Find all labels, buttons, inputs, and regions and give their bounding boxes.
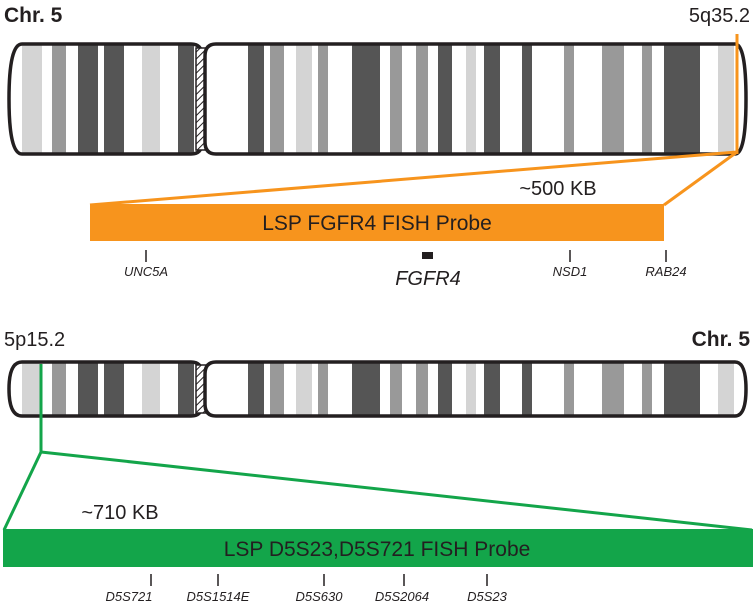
marker-label-nsd1: NSD1 [553,264,588,279]
top-probe-name: LSP FGFR4 FISH Probe [262,212,492,235]
marker-label-d5s630: D5S630 [296,589,344,604]
marker-label-d5s23: D5S23 [467,589,508,604]
top-chromosome-label: Chr. 5 [4,4,63,27]
top-chromosome-q-arm [205,44,746,154]
bottom-zoom-line-right [40,450,753,532]
marker-label-unc5a: UNC5A [124,264,168,279]
marker-label-d5s721: D5S721 [106,589,153,604]
top-zoom-line-left [89,150,738,207]
top-band-label: 5q35.2 [689,5,750,27]
top-panel: Chr. 5 5q35.2 [4,4,750,290]
bottom-probe-name: LSP D5S23,D5S721 FISH Probe [224,538,531,561]
bottom-band-label: 5p15.2 [4,329,65,351]
bottom-chromosome-label: Chr. 5 [692,328,751,351]
bottom-probe-bar [3,529,753,567]
bottom-chromosome [7,360,748,418]
top-probe-bar [90,204,664,241]
marker-label-d5s2064: D5S2064 [375,589,429,604]
marker-label-rab24: RAB24 [645,264,686,279]
marker-label-d5s1514e: D5S1514E [187,589,250,604]
top-zoom-line-right [663,150,738,207]
bottom-zoom-line-left [2,451,43,531]
bottom-probe-size: ~710 KB [81,502,158,524]
gene-fgfr4-locus [422,252,433,259]
bottom-chromosome-p-arm [9,362,202,416]
gene-label-fgfr4: FGFR4 [395,268,461,290]
top-chromosome-p-arm [9,44,202,154]
bottom-panel: 5p15.2 Chr. 5 [2,328,753,604]
bottom-chromosome-q-arm [205,362,746,416]
top-chromosome [7,42,748,156]
top-probe-size: ~500 KB [519,178,596,200]
